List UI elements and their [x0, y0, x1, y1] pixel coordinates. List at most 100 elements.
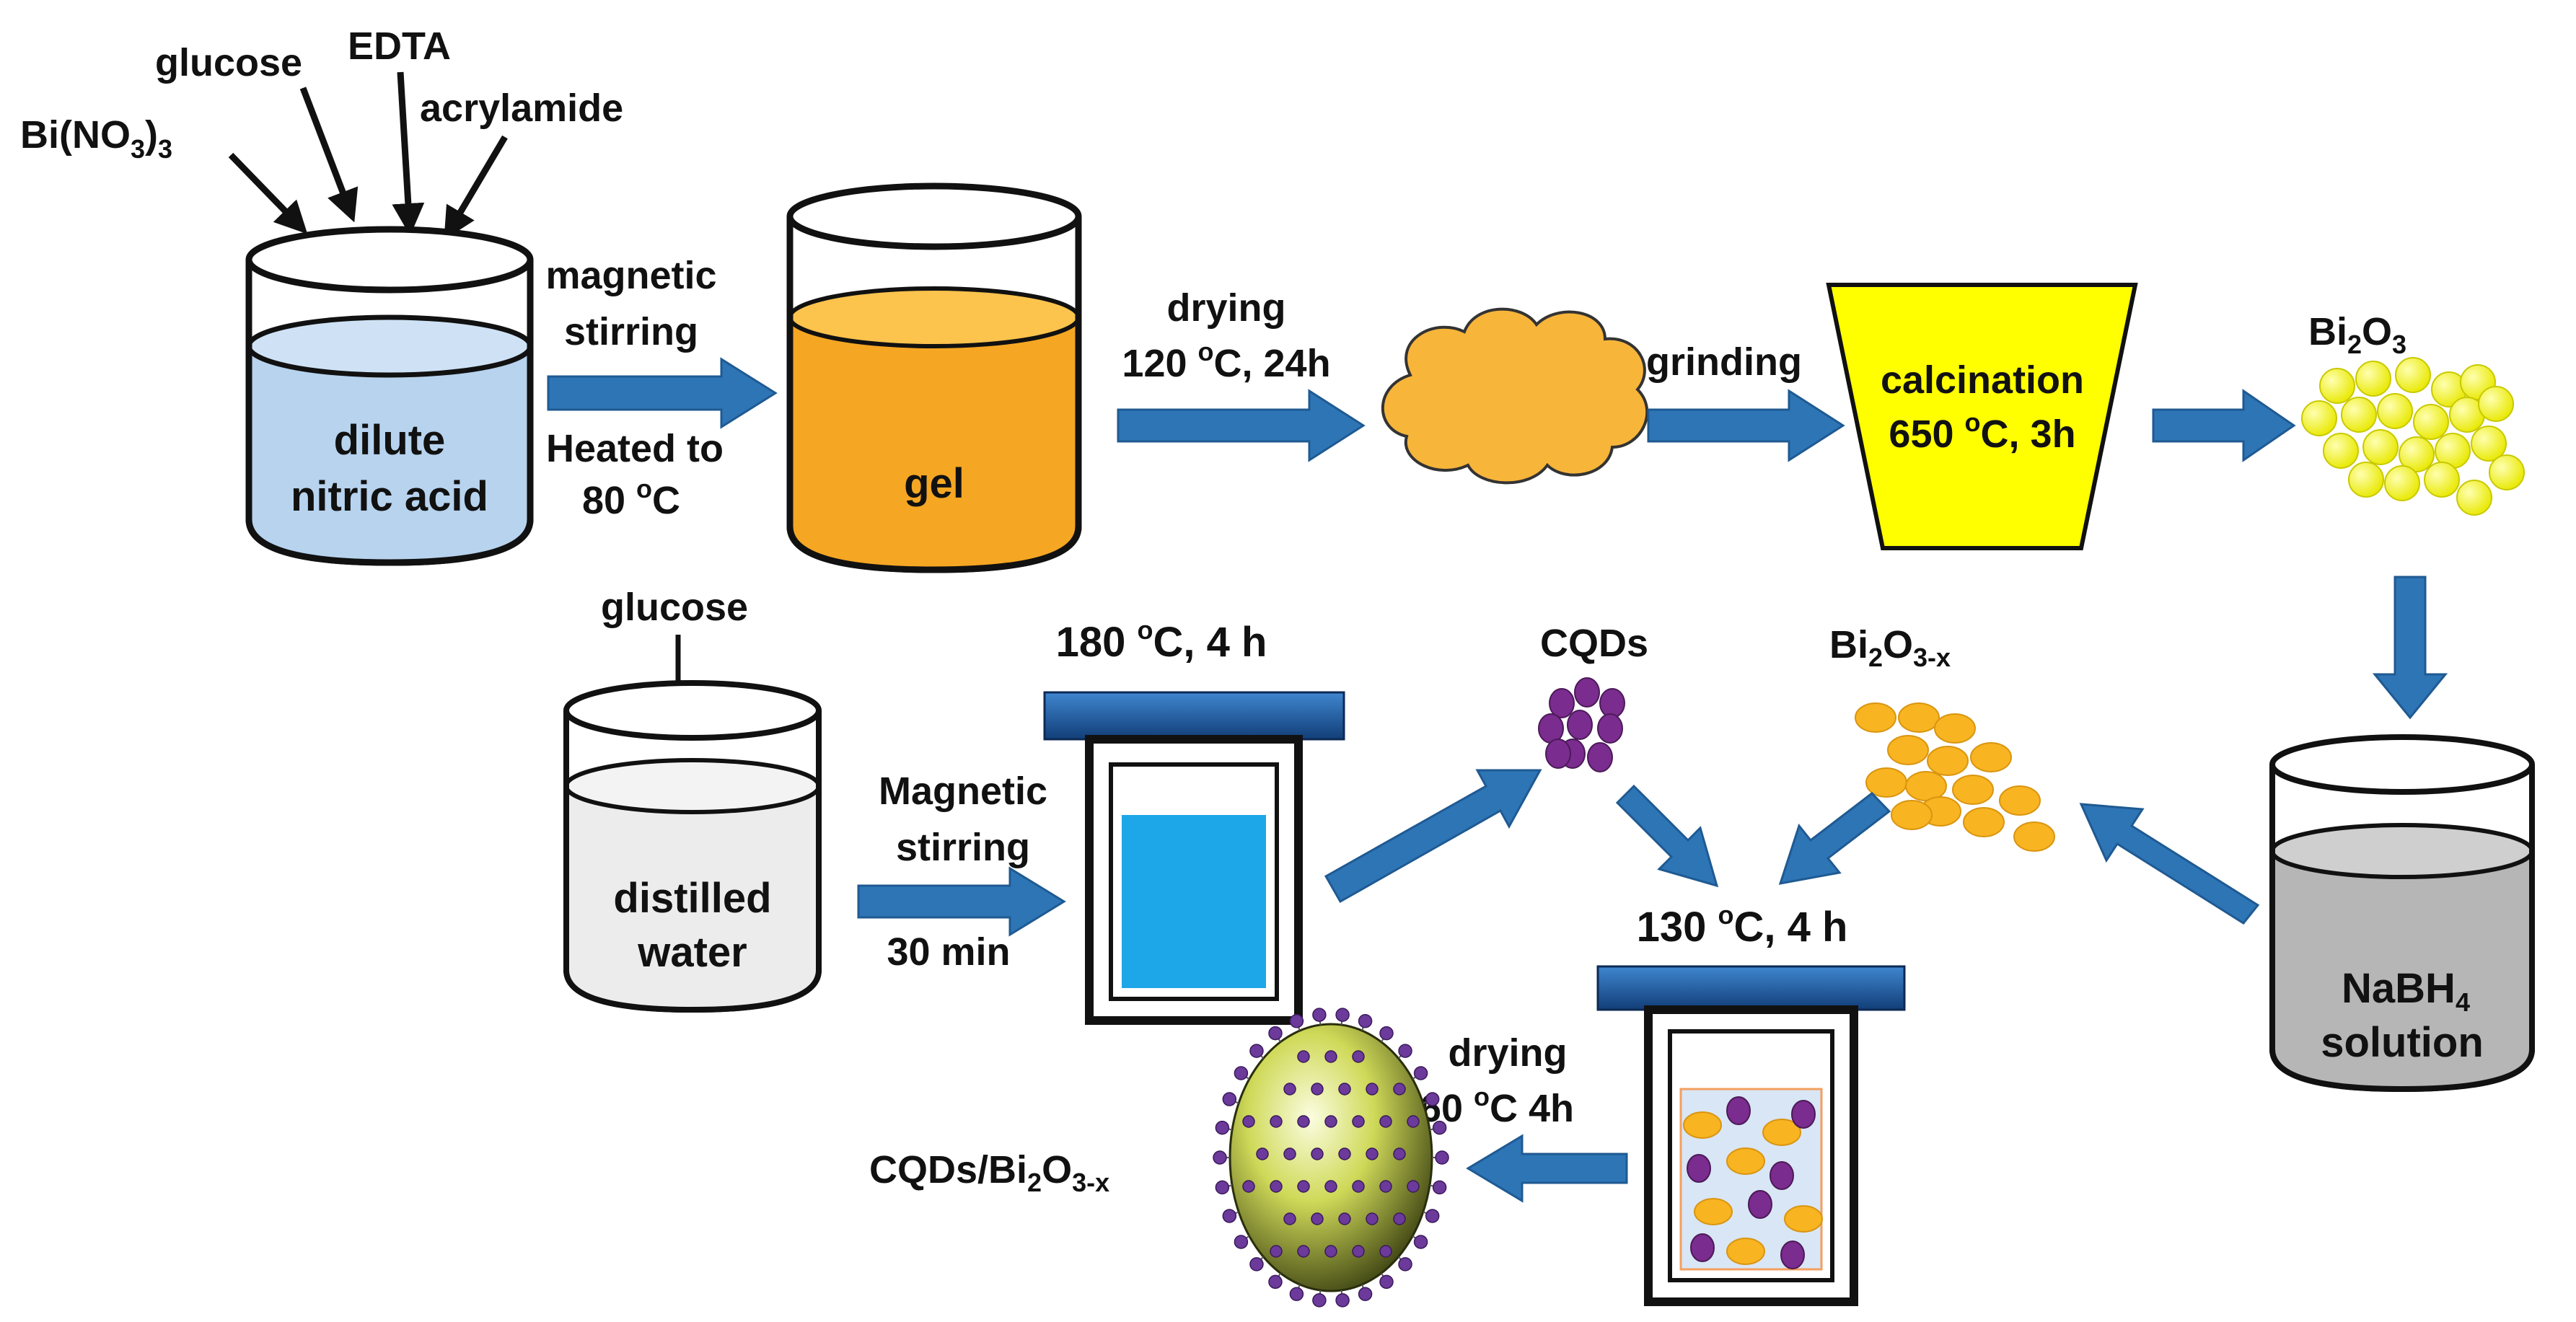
sphere-surface-cqd — [1242, 1115, 1255, 1128]
cqd-particles — [1538, 677, 1625, 772]
sphere-rim-cqd — [1268, 1026, 1283, 1041]
bi2o3x-particle — [1934, 713, 1976, 744]
product-sphere — [1213, 1008, 1449, 1308]
beaker-dilute-nitric-acid: dilute nitric acid — [245, 226, 534, 566]
cqd-particle — [1587, 742, 1613, 772]
bi2o3x-particles — [1855, 702, 2055, 852]
sphere-surface-cqd — [1352, 1050, 1365, 1063]
sphere-rim-cqd — [1432, 1120, 1447, 1135]
arrow-cloud-to-furnace — [1647, 389, 1845, 462]
mixture-cqd-particle — [1690, 1233, 1715, 1262]
sphere-rim-cqd — [1425, 1092, 1440, 1106]
edta-arrow — [392, 71, 425, 236]
arrow-gel-to-cloud — [1117, 389, 1366, 462]
dry2-label-line1: drying — [1448, 1031, 1567, 1075]
mixture-bi2o3x-particle — [1784, 1205, 1823, 1233]
sphere-surface-cqd — [1324, 1050, 1337, 1063]
water-glucose-label: glucose — [601, 586, 748, 629]
bi2o3-particle — [2424, 462, 2460, 498]
bi2o3x-particle — [1855, 702, 1896, 733]
bi2o3-particle — [2319, 368, 2355, 404]
glucose-reagent-label: glucose — [155, 41, 302, 84]
sphere-surface-cqd — [1407, 1180, 1420, 1193]
bi2o3x-particle — [1999, 785, 2041, 816]
sphere-surface-cqd — [1311, 1147, 1324, 1160]
sphere-surface-cqd — [1393, 1147, 1406, 1160]
sphere-rim-cqd — [1398, 1044, 1412, 1058]
acid-liquid — [249, 346, 530, 563]
glucose-arrow — [299, 87, 359, 223]
bi2o3-particles — [2301, 357, 2525, 516]
arrow-cqds-to-autoclave2 — [1615, 784, 1719, 888]
nabh4-label-line2: solution — [2321, 1019, 2484, 1066]
cqds-label: CQDs — [1540, 622, 1648, 665]
sphere-surface-cqd — [1297, 1245, 1310, 1258]
sphere-surface-cqd — [1366, 1212, 1379, 1225]
acrylamide-label: acrylamide — [420, 87, 623, 130]
step-drying-60: drying 60 oC 4h — [1420, 1031, 1628, 1203]
beaker-nabh4-solution: NaBH4 solution — [2269, 734, 2535, 1093]
sphere-surface-cqd — [1407, 1115, 1420, 1128]
sphere-surface-cqd — [1311, 1083, 1324, 1096]
dry1-label-line1: drying — [1166, 286, 1285, 330]
bi2o3-particle — [2355, 361, 2391, 397]
sphere-surface-cqd — [1270, 1180, 1283, 1193]
sphere-surface-cqd — [1379, 1180, 1392, 1193]
arrow-furnace-to-bi2o3 — [2152, 389, 2296, 462]
beaker-distilled-water: distilled water — [563, 680, 822, 1013]
sphere-surface-cqd — [1338, 1147, 1351, 1160]
bi2o3x-particle — [1891, 800, 1933, 830]
arrow-autoclave2-to-product — [1466, 1134, 1628, 1203]
stir-label-line3: Heated to — [546, 427, 724, 470]
sphere-rim-cqd — [1379, 1026, 1394, 1041]
bi-nitrate-label: Bi(NO3)3 — [20, 113, 172, 164]
grinding-label: grinding — [1646, 340, 1802, 384]
sphere-rim-cqd — [1215, 1180, 1230, 1195]
cqd-particle — [1597, 713, 1623, 744]
acid-label-line2: nitric acid — [291, 473, 488, 520]
sphere-rim-cqd — [1249, 1257, 1264, 1272]
gel-liquid — [790, 317, 1078, 570]
sphere-rim-cqd — [1379, 1274, 1394, 1290]
autoclave2-particles — [1683, 1096, 1823, 1269]
arrow-water-to-autoclave — [857, 866, 1066, 937]
sphere-rim-cqd — [1432, 1180, 1447, 1195]
nabh4-label-line1: NaBH4 — [2342, 965, 2470, 1017]
sphere-surface-cqd — [1352, 1180, 1365, 1193]
sphere-surface-cqd — [1324, 1180, 1337, 1193]
mixture-bi2o3x-particle — [1726, 1238, 1765, 1265]
cqd-particle — [1549, 688, 1575, 718]
mixture-cqd-particle — [1780, 1241, 1805, 1269]
autoclave2-label: 130 oC, 4 h — [1637, 900, 1848, 951]
sphere-surface-cqd — [1283, 1212, 1296, 1225]
mixture-bi2o3x-particle — [1762, 1119, 1801, 1146]
sphere-surface-cqd — [1366, 1083, 1379, 1096]
gel-label: gel — [904, 460, 964, 507]
sphere-surface-cqd — [1242, 1180, 1255, 1193]
bi2o3-particle — [2456, 480, 2492, 516]
dry2-label-line2: 60 oC 4h — [1420, 1082, 1574, 1130]
arrow-nabh4-to-bi2o3x — [2079, 803, 2260, 925]
autoclave2-lid — [1596, 965, 1906, 1011]
step-magnetic-stirring-2: Magnetic stirring 30 min — [857, 770, 1066, 974]
sphere-rim-cqd — [1358, 1287, 1373, 1302]
sphere-surface-cqd — [1283, 1147, 1296, 1160]
reagent-labels: Bi(NO3)3 glucose EDTA acrylamide — [20, 25, 623, 164]
calcination-label-line1: calcination — [1881, 358, 2084, 402]
water-label-line2: water — [637, 929, 747, 976]
cqd-particle — [1574, 677, 1600, 708]
bi2o3x-particle — [1952, 775, 1994, 805]
stir-label-line4: 80 oC — [582, 474, 680, 522]
sphere-rim-cqd — [1268, 1274, 1283, 1290]
sphere-surface-cqd — [1393, 1083, 1406, 1096]
arrow-autoclave-to-cqds — [1324, 769, 1542, 904]
dried-gel-cloud — [1381, 307, 1649, 485]
sphere-rim-cqd — [1312, 1008, 1327, 1022]
mixture-cqd-particle — [1748, 1190, 1772, 1219]
sphere-surface-cqd — [1311, 1212, 1324, 1225]
bi2o3x-particle — [1898, 702, 1940, 733]
sphere-rim-cqd — [1435, 1150, 1449, 1165]
sphere-rim-cqd — [1222, 1092, 1237, 1106]
bi2o3-particle — [2362, 429, 2399, 465]
